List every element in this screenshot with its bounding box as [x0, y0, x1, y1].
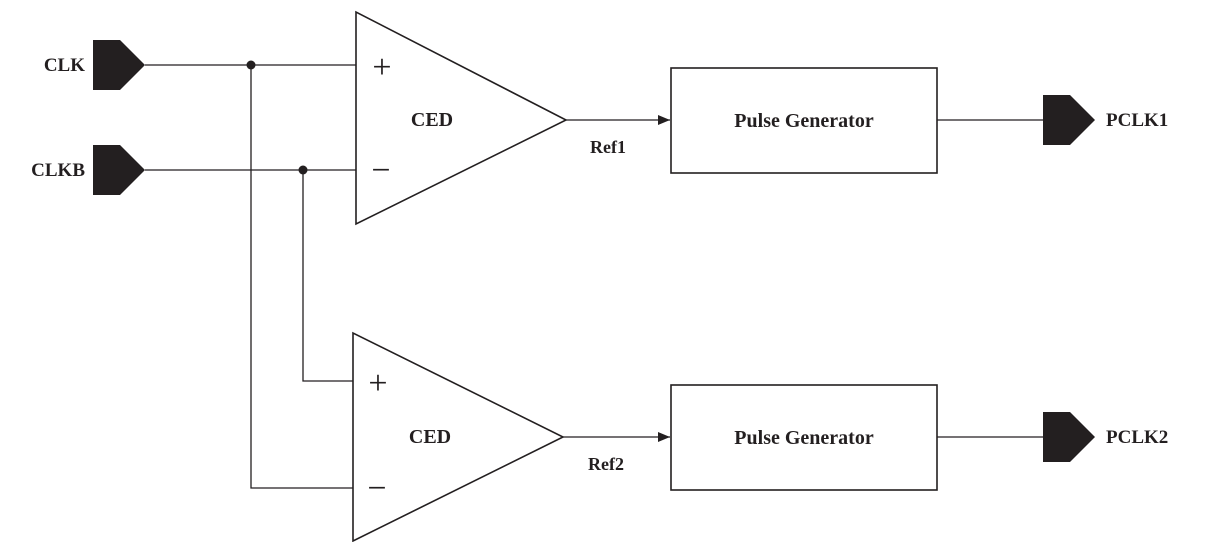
clk-input-port: CLK: [44, 40, 145, 90]
ced-comparator-1: + − CED: [355, 10, 568, 226]
clk-junction-dot: [246, 60, 256, 70]
clkb-label: CLKB: [31, 160, 85, 181]
clkb-input-port: CLKB: [31, 145, 145, 195]
comparator-2-label: CED: [409, 426, 451, 448]
comparator-1-plus-sign: +: [372, 49, 391, 86]
clk-label: CLK: [44, 55, 85, 76]
clkb-port-icon: [93, 145, 145, 195]
pclk2-label: PCLK2: [1106, 427, 1168, 448]
comparator-2-plus-sign: +: [368, 365, 387, 402]
pclk2-output-port: PCLK2: [1043, 412, 1168, 462]
pulse-generator-2: Pulse Generator: [670, 384, 938, 491]
clk-port-icon: [93, 40, 145, 90]
pulse-generator-2-label: Pulse Generator: [734, 427, 874, 449]
comparator-1-triangle: [355, 10, 568, 226]
ref2-label: Ref2: [588, 454, 624, 474]
pclk1-label: PCLK1: [1106, 110, 1168, 131]
clkb-junction-dot: [298, 165, 308, 175]
comparator-1-minus-sign: −: [371, 152, 390, 189]
comparator-2-triangle: [352, 331, 565, 542]
pclk2-port-icon: [1043, 412, 1095, 462]
pulse-generator-1-box: [670, 67, 938, 174]
clkb-branch-wire: [302, 170, 353, 382]
ced-comparator-2: + − CED: [352, 331, 565, 542]
pulse-generator-1: Pulse Generator: [670, 67, 938, 174]
comparator-1-label: CED: [411, 109, 453, 131]
ref1-label: Ref1: [590, 137, 626, 157]
pulse-generator-1-label: Pulse Generator: [734, 110, 874, 132]
pulse-generator-2-box: [670, 384, 938, 491]
clk-branch-wire: [250, 65, 353, 489]
pclk1-port-icon: [1043, 95, 1095, 145]
comparator-2-minus-sign: −: [367, 470, 386, 507]
pclk1-output-port: PCLK1: [1043, 95, 1168, 145]
